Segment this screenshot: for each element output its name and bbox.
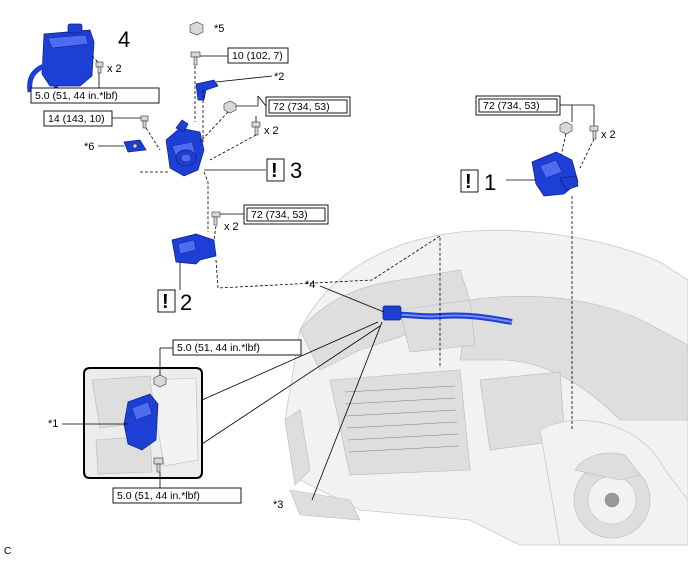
torque-value: 5.0 (51, 44 in.*lbf) [177,342,260,354]
torque-value: 5.0 (51, 44 in.*lbf) [35,90,118,102]
radiator-grille [344,385,460,453]
bolt-icon [190,51,201,66]
torque-value: 72 (734, 53) [273,101,330,113]
part-4-reservoir [27,23,104,98]
torque-value: 10 (102, 7) [232,50,283,62]
nut-icon [223,100,237,114]
bolt-icon [95,61,104,74]
torque-box-double [265,96,351,117]
torque-box [172,339,302,356]
torque-value: 5.0 (51, 44 in.*lbf) [117,490,200,502]
nut-icon [153,374,167,388]
quantity-label: x 2 [107,63,122,75]
caution-mark: ! [465,171,472,193]
torque-box [30,87,160,104]
callout-2: *2 [274,71,284,83]
callout-5: *5 [214,23,224,35]
torque-box [43,110,113,127]
part-number-4: 4 [118,27,130,52]
part-1-bracket [531,151,579,197]
figure-letter: C [4,546,11,557]
torque-box-double [243,204,329,225]
callout-4: *4 [305,279,315,291]
caution-mark: ! [271,160,278,182]
torque-value: 72 (734, 53) [251,209,308,221]
part-2-bracket [171,233,217,265]
vehicle-engine-bay-illustration [284,229,688,546]
nut-icon [559,121,573,135]
bolt-icon [589,125,599,140]
quantity-label: x 2 [264,125,279,137]
torque-box [112,487,242,504]
quantity-label: x 2 [601,129,616,141]
bolt-icon [153,457,164,473]
caution-icon [460,169,479,193]
caution-icon [266,158,285,182]
bolt-icon [211,211,221,226]
callout-6: *6 [84,141,94,153]
callout-1: *1 [48,418,58,430]
torque-value: 72 (734, 53) [483,100,540,112]
quantity-label: x 2 [224,221,239,233]
bolt-icon [251,121,261,136]
detail-inset [83,321,381,479]
bolt-icon [140,115,149,129]
part-number-1: 1 [484,170,496,195]
nut-icon [189,21,204,36]
callout-3: *3 [273,499,283,511]
torque-box-double [475,95,561,116]
hose-clamp-part [382,305,402,321]
torque-value: 14 (143, 10) [48,113,105,125]
caution-mark: ! [162,291,169,313]
part-number-3: 3 [290,158,302,183]
part-number-2: 2 [180,290,192,315]
part-6-small-bracket [123,139,147,153]
part-3-bracket-assembly [165,119,205,177]
part-2-small-bracket [195,79,219,101]
caution-icon [157,289,176,313]
torque-box [227,47,289,64]
